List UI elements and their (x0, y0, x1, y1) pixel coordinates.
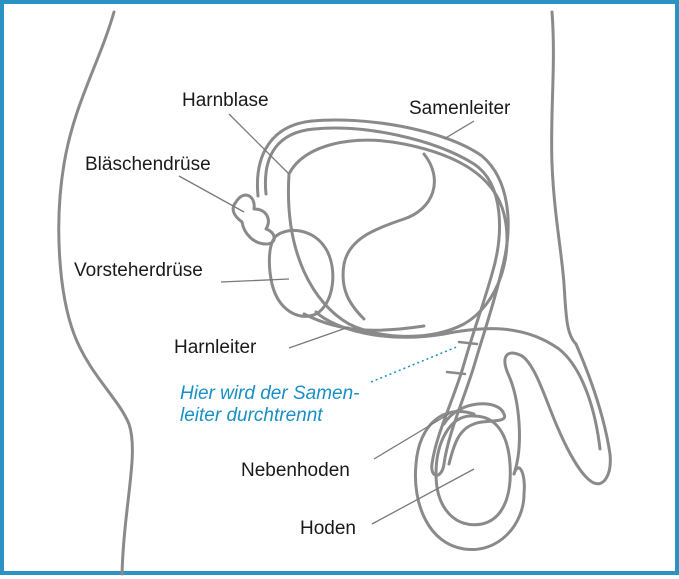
bladder-outline (288, 140, 507, 336)
body-back-outline (59, 12, 133, 574)
leader-cut-callout (371, 346, 459, 382)
testis-outline (436, 416, 510, 525)
male-anatomy-illustration (4, 4, 679, 579)
label-blaeschendruese: Bläschendrüse (85, 154, 211, 176)
leader-vorsteherdruese (221, 279, 289, 282)
label-hoden: Hoden (300, 518, 356, 540)
callout-line-1: Hier wird der Samen- (180, 383, 360, 405)
cut-location-callout: Hier wird der Samen- leiter durchtrennt (180, 383, 360, 427)
leader-blaeschendruese (179, 176, 244, 212)
leader-samenleiter (444, 121, 474, 139)
label-harnblase: Harnblase (182, 90, 269, 112)
bladder-inner-fold (343, 154, 434, 319)
cut-mark-upper (459, 342, 477, 344)
penis-inner-outline (505, 353, 522, 474)
body-front-outline (552, 12, 576, 344)
label-samenleiter: Samenleiter (409, 98, 510, 120)
label-harnleiter: Harnleiter (174, 337, 256, 359)
label-vorsteherdruese: Vorsteherdrüse (74, 260, 203, 282)
seminal-vesicle-outline (233, 195, 274, 244)
scrotum-outline (415, 411, 524, 549)
label-nebenhoden: Nebenhoden (241, 460, 350, 482)
penis-outline (522, 344, 610, 484)
leader-harnleiter (289, 327, 349, 348)
callout-line-2: leiter durchtrennt (180, 405, 360, 427)
